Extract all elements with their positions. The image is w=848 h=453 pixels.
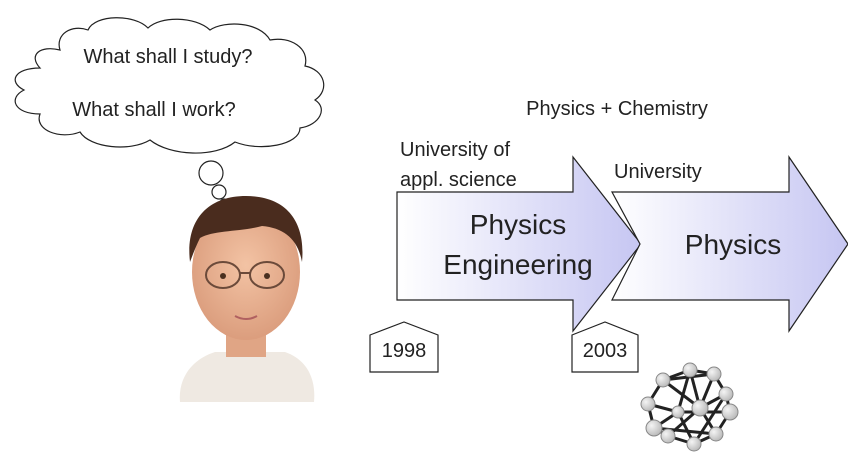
thought-dot-medium xyxy=(211,184,227,200)
year-label-1998: 1998 xyxy=(382,340,427,362)
stage-2-subject: Physics xyxy=(685,229,781,260)
stage-2-arrow: Physics xyxy=(610,155,848,333)
stage-1-arrow: Physics Engineering xyxy=(396,155,642,333)
molecule-icon xyxy=(640,362,739,452)
thought-line-2: What shall I work? xyxy=(72,99,235,121)
thought-bubble: What shall I study? What shall I work? xyxy=(14,17,325,208)
thought-cloud-shape xyxy=(14,17,325,154)
thought-dot-large xyxy=(198,160,224,186)
stage-1-institution-line-1: University of xyxy=(400,139,510,161)
stage-1-institution-line-2: appl. science xyxy=(400,169,517,191)
stage-1-subject-line-1: Physics xyxy=(470,209,566,240)
year-marker-1998: 1998 xyxy=(369,321,439,373)
student-portrait-icon xyxy=(179,196,315,402)
thought-line-1: What shall I study? xyxy=(84,46,253,68)
stage-1-subject-line-2: Engineering xyxy=(443,249,592,280)
stage-1-arrow-shape xyxy=(396,155,642,333)
stage-2-institution: University xyxy=(614,161,702,183)
stage-2-arrow-shape xyxy=(610,155,848,333)
field-heading: Physics + Chemistry xyxy=(526,98,708,120)
year-marker-2003: 2003 xyxy=(571,321,639,373)
year-label-2003: 2003 xyxy=(583,340,628,362)
